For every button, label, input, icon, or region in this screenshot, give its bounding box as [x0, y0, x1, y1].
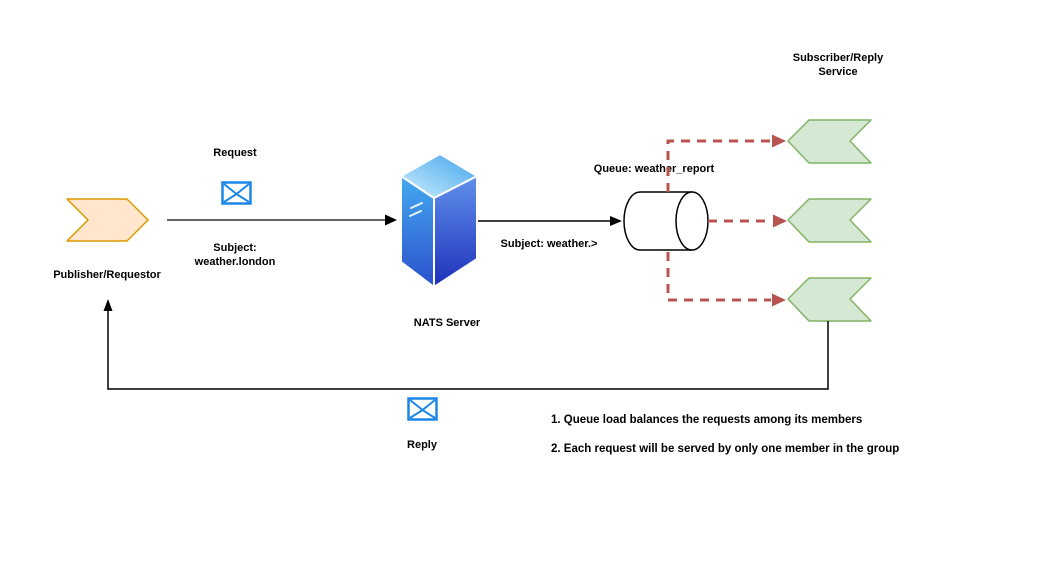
subscriber-service-title-line2: Service — [818, 66, 858, 78]
publisher-shape[interactable] — [65, 197, 151, 243]
request-subject-line2: weather.london — [194, 256, 276, 268]
subscriber-shape-1[interactable] — [786, 118, 874, 165]
server-queue-arrow — [478, 216, 622, 226]
subscriber-shape-2[interactable] — [786, 197, 874, 244]
note-1: 1. Queue load balances the requests amon… — [551, 414, 863, 426]
queue-subject-label: Subject: weather.> — [500, 238, 598, 250]
request-arrow — [167, 214, 397, 226]
publisher-label: Publisher/Requestor — [53, 269, 161, 281]
note-2: 2. Each request will be served by only o… — [551, 443, 900, 455]
queue-subscriber-dashed-arrow-top — [666, 134, 786, 192]
server-vent-marks — [409, 202, 423, 217]
nats-server-label: NATS Server — [413, 317, 481, 329]
request-title: Request — [213, 147, 257, 159]
request-envelope-icon[interactable] — [221, 181, 252, 205]
queue-cylinder[interactable] — [618, 186, 718, 256]
reply-path-arrow — [103, 299, 829, 390]
reply-label: Reply — [407, 439, 437, 451]
nats-server-icon[interactable] — [398, 151, 480, 289]
subscriber-service-title-line1: Subscriber/Reply — [792, 52, 884, 64]
reply-envelope-icon[interactable] — [407, 397, 438, 421]
request-subject: Subject: weather.london — [165, 241, 305, 269]
queue-subscriber-dashed-arrow-bottom — [666, 252, 786, 307]
subscriber-shape-3[interactable] — [786, 276, 874, 323]
request-subject-line1: Subject: — [213, 242, 257, 254]
queue-label: Queue: weather_report — [593, 163, 715, 175]
queue-subscriber-dashed-arrow-middle — [708, 214, 787, 228]
subscriber-service-title: Subscriber/Reply Service — [768, 51, 908, 79]
